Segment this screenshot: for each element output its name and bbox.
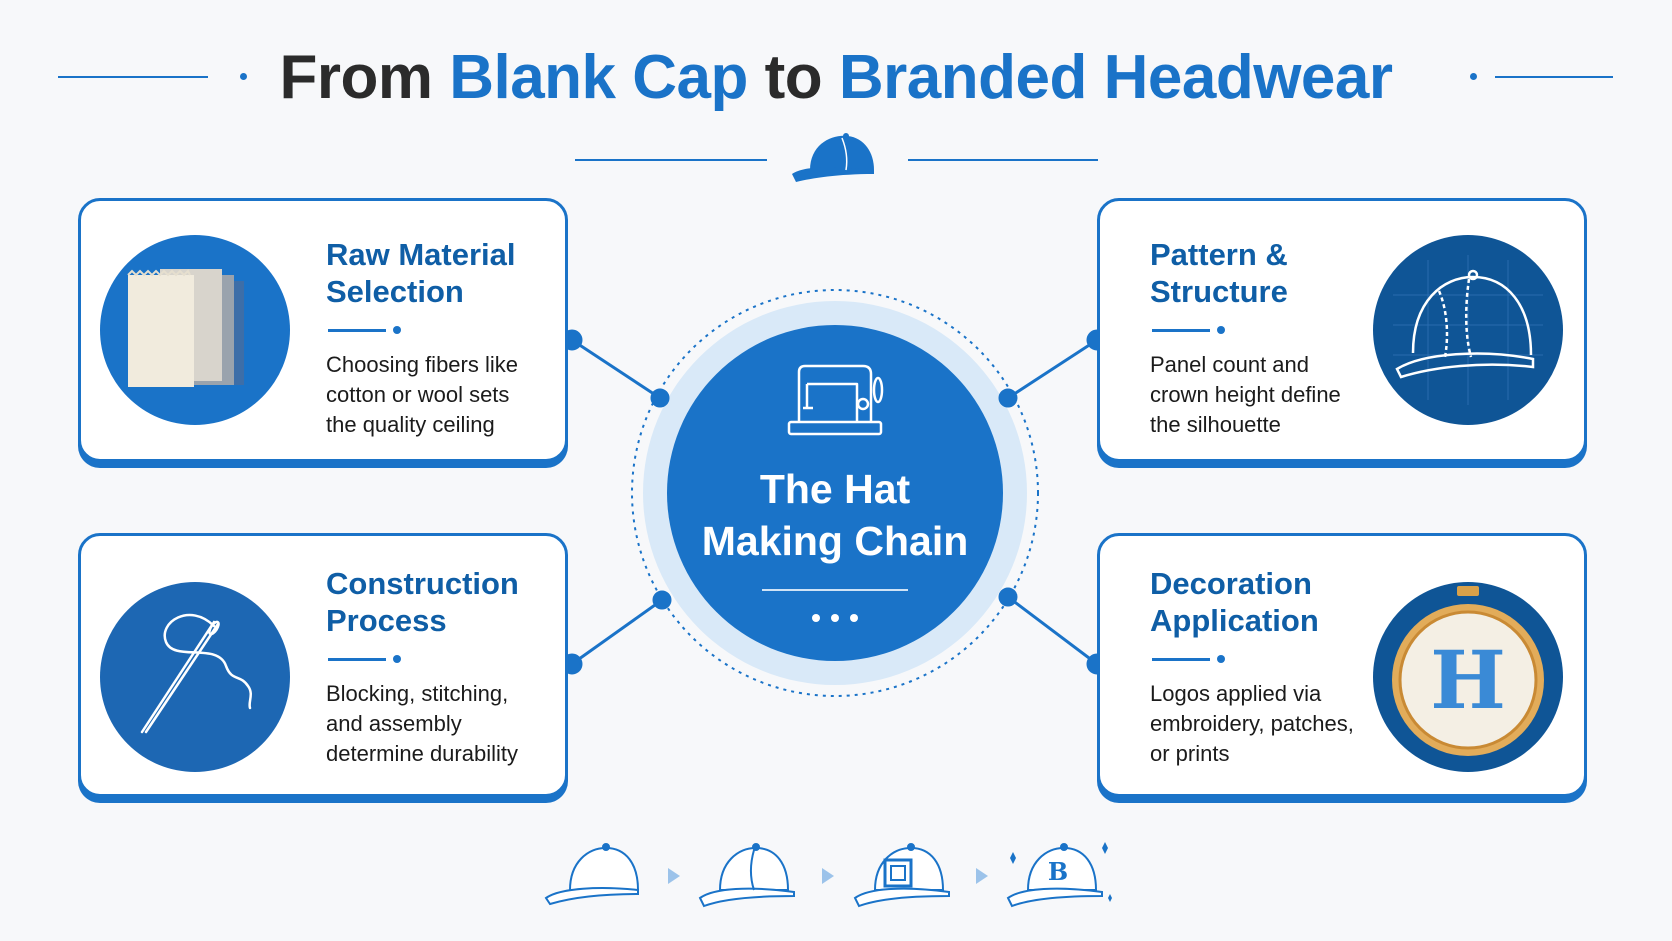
blank-cap-icon bbox=[544, 843, 640, 906]
cap-blueprint-icon bbox=[1373, 235, 1563, 425]
card-rule-dot bbox=[393, 326, 401, 334]
title-dot-right bbox=[1470, 73, 1477, 80]
card-desc-construction-process: Blocking, stitching, and assembly determ… bbox=[326, 681, 518, 766]
progression-strip: B bbox=[540, 838, 1120, 918]
card-rule bbox=[328, 658, 386, 661]
card-rule bbox=[328, 329, 386, 332]
card-title-decoration-application: Decoration Application bbox=[1150, 566, 1319, 638]
hoop-letter: H bbox=[1430, 633, 1506, 727]
card-title-raw-material: Raw Material Selection bbox=[326, 237, 516, 309]
title-rule-right bbox=[1495, 76, 1613, 78]
card-desc-decoration-application: Logos applied via embroidery, patches, o… bbox=[1150, 681, 1354, 766]
sewing-machine-icon bbox=[785, 360, 885, 440]
header: From Blank Cap to Branded Headwear bbox=[0, 38, 1672, 118]
cap-icon bbox=[788, 130, 884, 186]
card-rule bbox=[1152, 329, 1210, 332]
branded-cap-icon: B bbox=[1006, 842, 1112, 908]
structured-cap-icon bbox=[698, 843, 795, 908]
card-title-construction-process: Construction Process bbox=[326, 566, 519, 638]
page-title: From Blank Cap to Branded Headwear bbox=[279, 43, 1393, 112]
fabric-swatches-icon bbox=[100, 235, 290, 425]
card-rule-dot bbox=[1217, 326, 1225, 334]
branded-cap-letter: B bbox=[1048, 857, 1068, 886]
hub-title: The Hat Making Chain bbox=[701, 466, 969, 564]
card-title-pattern-structure: Pattern & Structure bbox=[1150, 237, 1288, 309]
card-desc-raw-material: Choosing fibers like cotton or wool sets… bbox=[326, 352, 518, 437]
patch-cap-icon bbox=[853, 843, 950, 908]
title-rule-left bbox=[58, 76, 208, 78]
embroidery-hoop-icon: H bbox=[1373, 582, 1563, 772]
title-dot-left bbox=[240, 73, 247, 80]
card-rule bbox=[1152, 658, 1210, 661]
subtitle-rule-right bbox=[908, 159, 1098, 161]
needle-thread-icon bbox=[100, 582, 290, 772]
card-rule-dot bbox=[393, 655, 401, 663]
subtitle-rule-left bbox=[575, 159, 767, 161]
card-desc-pattern-structure: Panel count and crown height define the … bbox=[1150, 352, 1341, 437]
card-rule-dot bbox=[1217, 655, 1225, 663]
